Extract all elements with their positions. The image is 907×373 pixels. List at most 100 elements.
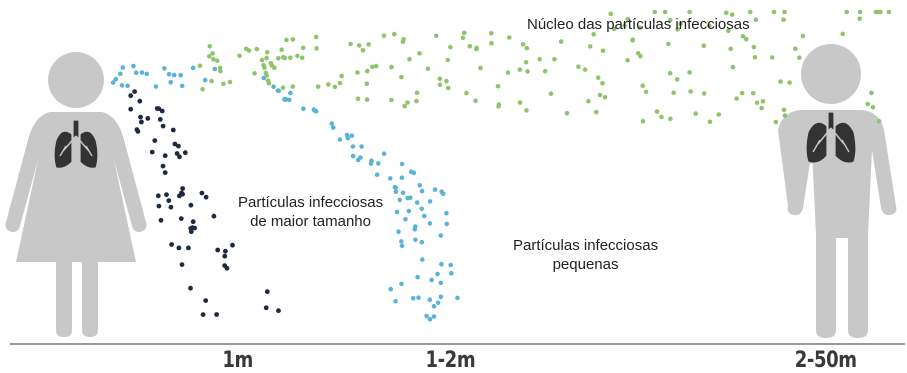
nuclei-particle [668, 17, 673, 23]
small-particles [110, 63, 460, 322]
small-particle [416, 295, 421, 301]
small-particle [118, 71, 123, 77]
nuclei-particle [537, 56, 542, 62]
nuclei-particle [315, 84, 321, 89]
large-particles-label: Partículas infecciosas de maior tamanho [238, 193, 383, 231]
nuclei-particle [348, 41, 353, 47]
nuclei-particle [460, 35, 466, 41]
large-particle [199, 190, 205, 196]
nuclei-particle [726, 28, 731, 34]
small-particle [412, 227, 418, 232]
large-particle [166, 198, 172, 204]
large-particle [178, 216, 184, 222]
nuclei-particle [461, 30, 467, 36]
nuclei-particle [489, 31, 494, 36]
nuclei-particle [517, 67, 523, 72]
nuclei-particle [608, 11, 613, 17]
nuclei-particle [290, 37, 296, 42]
nuclei-particle [782, 113, 788, 118]
lungs-icon [805, 111, 857, 164]
nuclei-particle [417, 51, 422, 56]
nuclei-particle [266, 81, 272, 86]
nuclei-particle [781, 107, 787, 113]
nuclei-particle [857, 16, 862, 22]
small-particle [358, 155, 363, 160]
large-particle [155, 193, 161, 199]
nuclei-particle [448, 44, 453, 50]
small-particle [153, 84, 159, 89]
nuclei-particle [489, 40, 494, 46]
nuclei-particle [437, 82, 443, 87]
nuclei-particle [760, 99, 766, 104]
nuclei-particle [548, 91, 554, 96]
nuclei-particle [366, 42, 371, 47]
nuclei-particle [389, 64, 394, 70]
nuclei-particle [875, 9, 880, 15]
small-particle [432, 187, 438, 192]
nuclei-particle [392, 31, 397, 37]
large-particle [264, 289, 270, 295]
nuclei-particle [730, 64, 736, 70]
large-particle [192, 225, 198, 231]
small-particle [397, 197, 403, 203]
small-particle [113, 76, 119, 82]
small-particle [420, 257, 425, 262]
large-particle [162, 170, 168, 176]
nuclei-particle [437, 76, 443, 81]
large-particle [159, 108, 165, 114]
small-particles-label-line2: pequenas [552, 256, 619, 273]
large-particle [170, 127, 176, 133]
small-particle [393, 189, 399, 194]
lungs-icon [53, 119, 99, 169]
nuclei-particle [467, 44, 473, 49]
small-particle [287, 97, 292, 103]
nuclei-particle [652, 9, 658, 15]
small-particle [301, 106, 306, 111]
large-particle [188, 202, 194, 208]
nuclei-particle [754, 100, 760, 106]
nuclei-particle [693, 111, 698, 116]
small-particle [435, 271, 440, 277]
small-particle [427, 297, 433, 303]
small-particle [427, 221, 433, 226]
large-particle [164, 192, 169, 198]
small-particle [394, 209, 400, 215]
small-particle [448, 262, 454, 268]
nuclei-particle [675, 27, 680, 32]
small-particle [331, 125, 336, 130]
nuclei-particle [197, 63, 203, 69]
nuclei-particle [495, 84, 501, 89]
small-particle [202, 77, 208, 83]
small-particle [431, 314, 437, 319]
nuclei-particle [478, 65, 483, 71]
nuclei-particle [389, 97, 394, 103]
nuclei-particle [582, 67, 588, 72]
large-particle [222, 253, 228, 259]
nuclei-particle [600, 81, 605, 86]
small-particle [359, 144, 364, 149]
nuclei-particle [355, 96, 361, 101]
large-particle [168, 204, 174, 210]
nuclei-particle [264, 55, 269, 61]
nuclei-particle [587, 44, 593, 49]
distance-label-1m: 1m [222, 348, 253, 373]
large-particle [157, 117, 163, 122]
small-particle [419, 239, 425, 245]
small-particle [438, 233, 444, 238]
nuclei-particle [640, 83, 645, 88]
nuclei-particle [542, 68, 548, 74]
nuclei-particle [290, 84, 296, 89]
nuclei-particle [524, 45, 530, 51]
nuclei-particle [869, 90, 874, 96]
large-particle [263, 305, 269, 311]
nuclei-particle [400, 39, 406, 45]
small-particle [275, 88, 281, 93]
small-particle [312, 108, 318, 113]
nuclei-particle [654, 109, 660, 114]
large-particle [215, 247, 221, 253]
nuclei-particle [701, 91, 707, 96]
nuclei-particle [687, 9, 692, 15]
small-particle [110, 80, 116, 85]
nuclei-particle [402, 103, 408, 109]
nuclei-particle [356, 43, 362, 48]
